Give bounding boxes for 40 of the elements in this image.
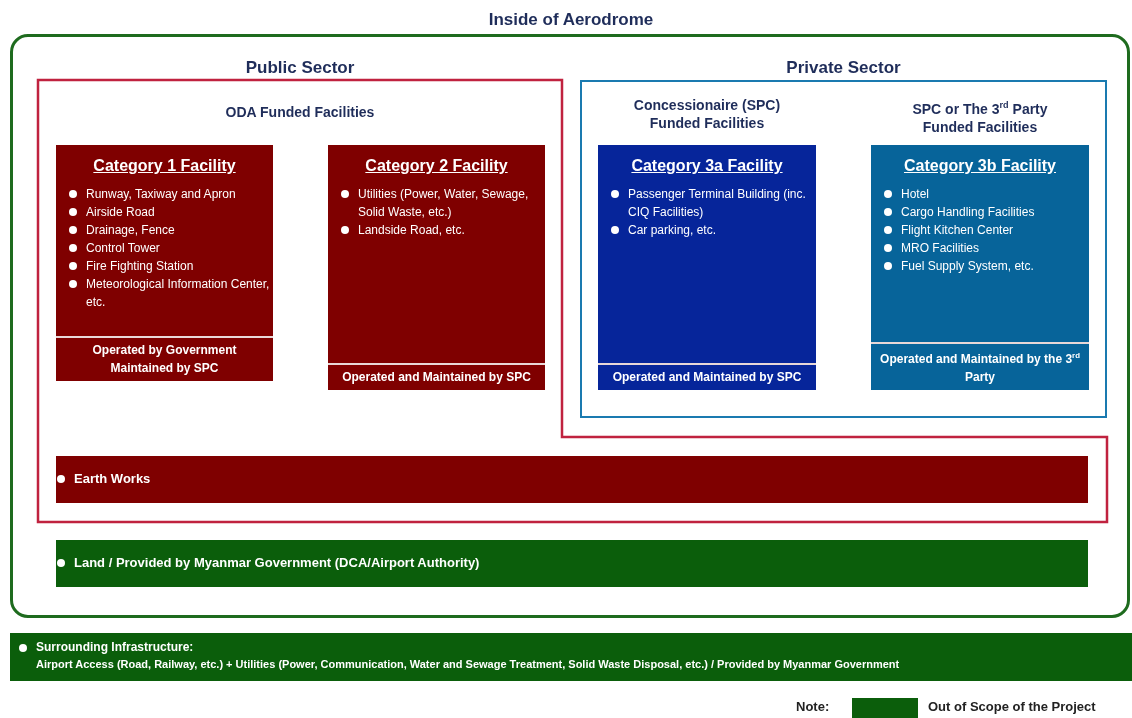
- group-heading: ODA Funded Facilities: [224, 104, 376, 120]
- card-heading: Category 1 Facility: [92, 157, 237, 175]
- sector-heading: Private Sector: [785, 58, 902, 78]
- facility-card: [56, 145, 273, 381]
- bullet-text: Earth Works: [74, 471, 151, 486]
- bullet-text: Fire Fighting Station: [86, 259, 194, 273]
- bullet-text: Drainage, Fence: [86, 223, 175, 237]
- bullet-text: Car parking, etc.: [628, 223, 717, 237]
- group-heading: Concessionaire (SPC) Funded Facilities: [632, 96, 782, 132]
- note-label: Note:: [796, 699, 830, 714]
- card-footer: Operated and Maintained by SPC: [598, 363, 816, 390]
- bar-text: Airport Access (Road, Railway, etc.) + Utilities (Power, Communication, Water and Sewage Treatment, Solid Waste Disposal, etc.) / Provided by Myanmar Government: [35, 657, 901, 672]
- bullet-text: Passenger Terminal Building (inc. CIQ Facilities): [628, 187, 806, 219]
- card-footer: Operated and Maintained by SPC: [328, 363, 545, 390]
- card-heading: Category 3b Facility: [902, 157, 1057, 175]
- bullet-text: Utilities (Power, Water, Sewage, Solid Waste, etc.): [358, 187, 529, 219]
- bullet-text: Meteorological Information Center, etc.: [86, 277, 270, 309]
- card-heading: Category 3a Facility: [630, 157, 784, 175]
- bullet-text: Landside Road, etc.: [358, 223, 465, 237]
- scope-bar: [10, 633, 1132, 681]
- bullet-text: Fuel Supply System, etc.: [901, 259, 1034, 273]
- sector-heading: Public Sector: [244, 58, 356, 78]
- scope-bar: [56, 540, 1088, 587]
- facility-card: [328, 145, 545, 390]
- bullet-text: Land / Provided by Myanmar Government (DCA/Airport Authority): [74, 555, 480, 570]
- bullet-text: Cargo Handling Facilities: [901, 205, 1035, 219]
- bullet-text: MRO Facilities: [901, 241, 979, 255]
- area-heading: Inside of Aerodrome: [487, 10, 655, 30]
- legend-text: Out of Scope of the Project: [928, 699, 1096, 714]
- card-footer: Operated and Maintained by the 3$^{rd}$ Party: [871, 342, 1089, 390]
- bullet-text: Control Tower: [86, 241, 160, 255]
- card-heading: Category 2 Facility: [364, 157, 509, 175]
- bullet-text: Airside Road: [86, 205, 155, 219]
- bullet-text: Flight Kitchen Center: [901, 223, 1014, 237]
- card-footer: Operated by Government Maintained by SPC: [56, 336, 273, 381]
- scope-bar: [56, 456, 1088, 503]
- bullet-text: Hotel: [901, 187, 929, 201]
- bullet-text: Runway, Taxiway and Apron: [86, 187, 236, 201]
- bullet-text: Surrounding Infrastructure:: [36, 640, 194, 654]
- group-heading: SPC or The 3$^{rd}$ Party Funded Facilities: [911, 99, 1049, 136]
